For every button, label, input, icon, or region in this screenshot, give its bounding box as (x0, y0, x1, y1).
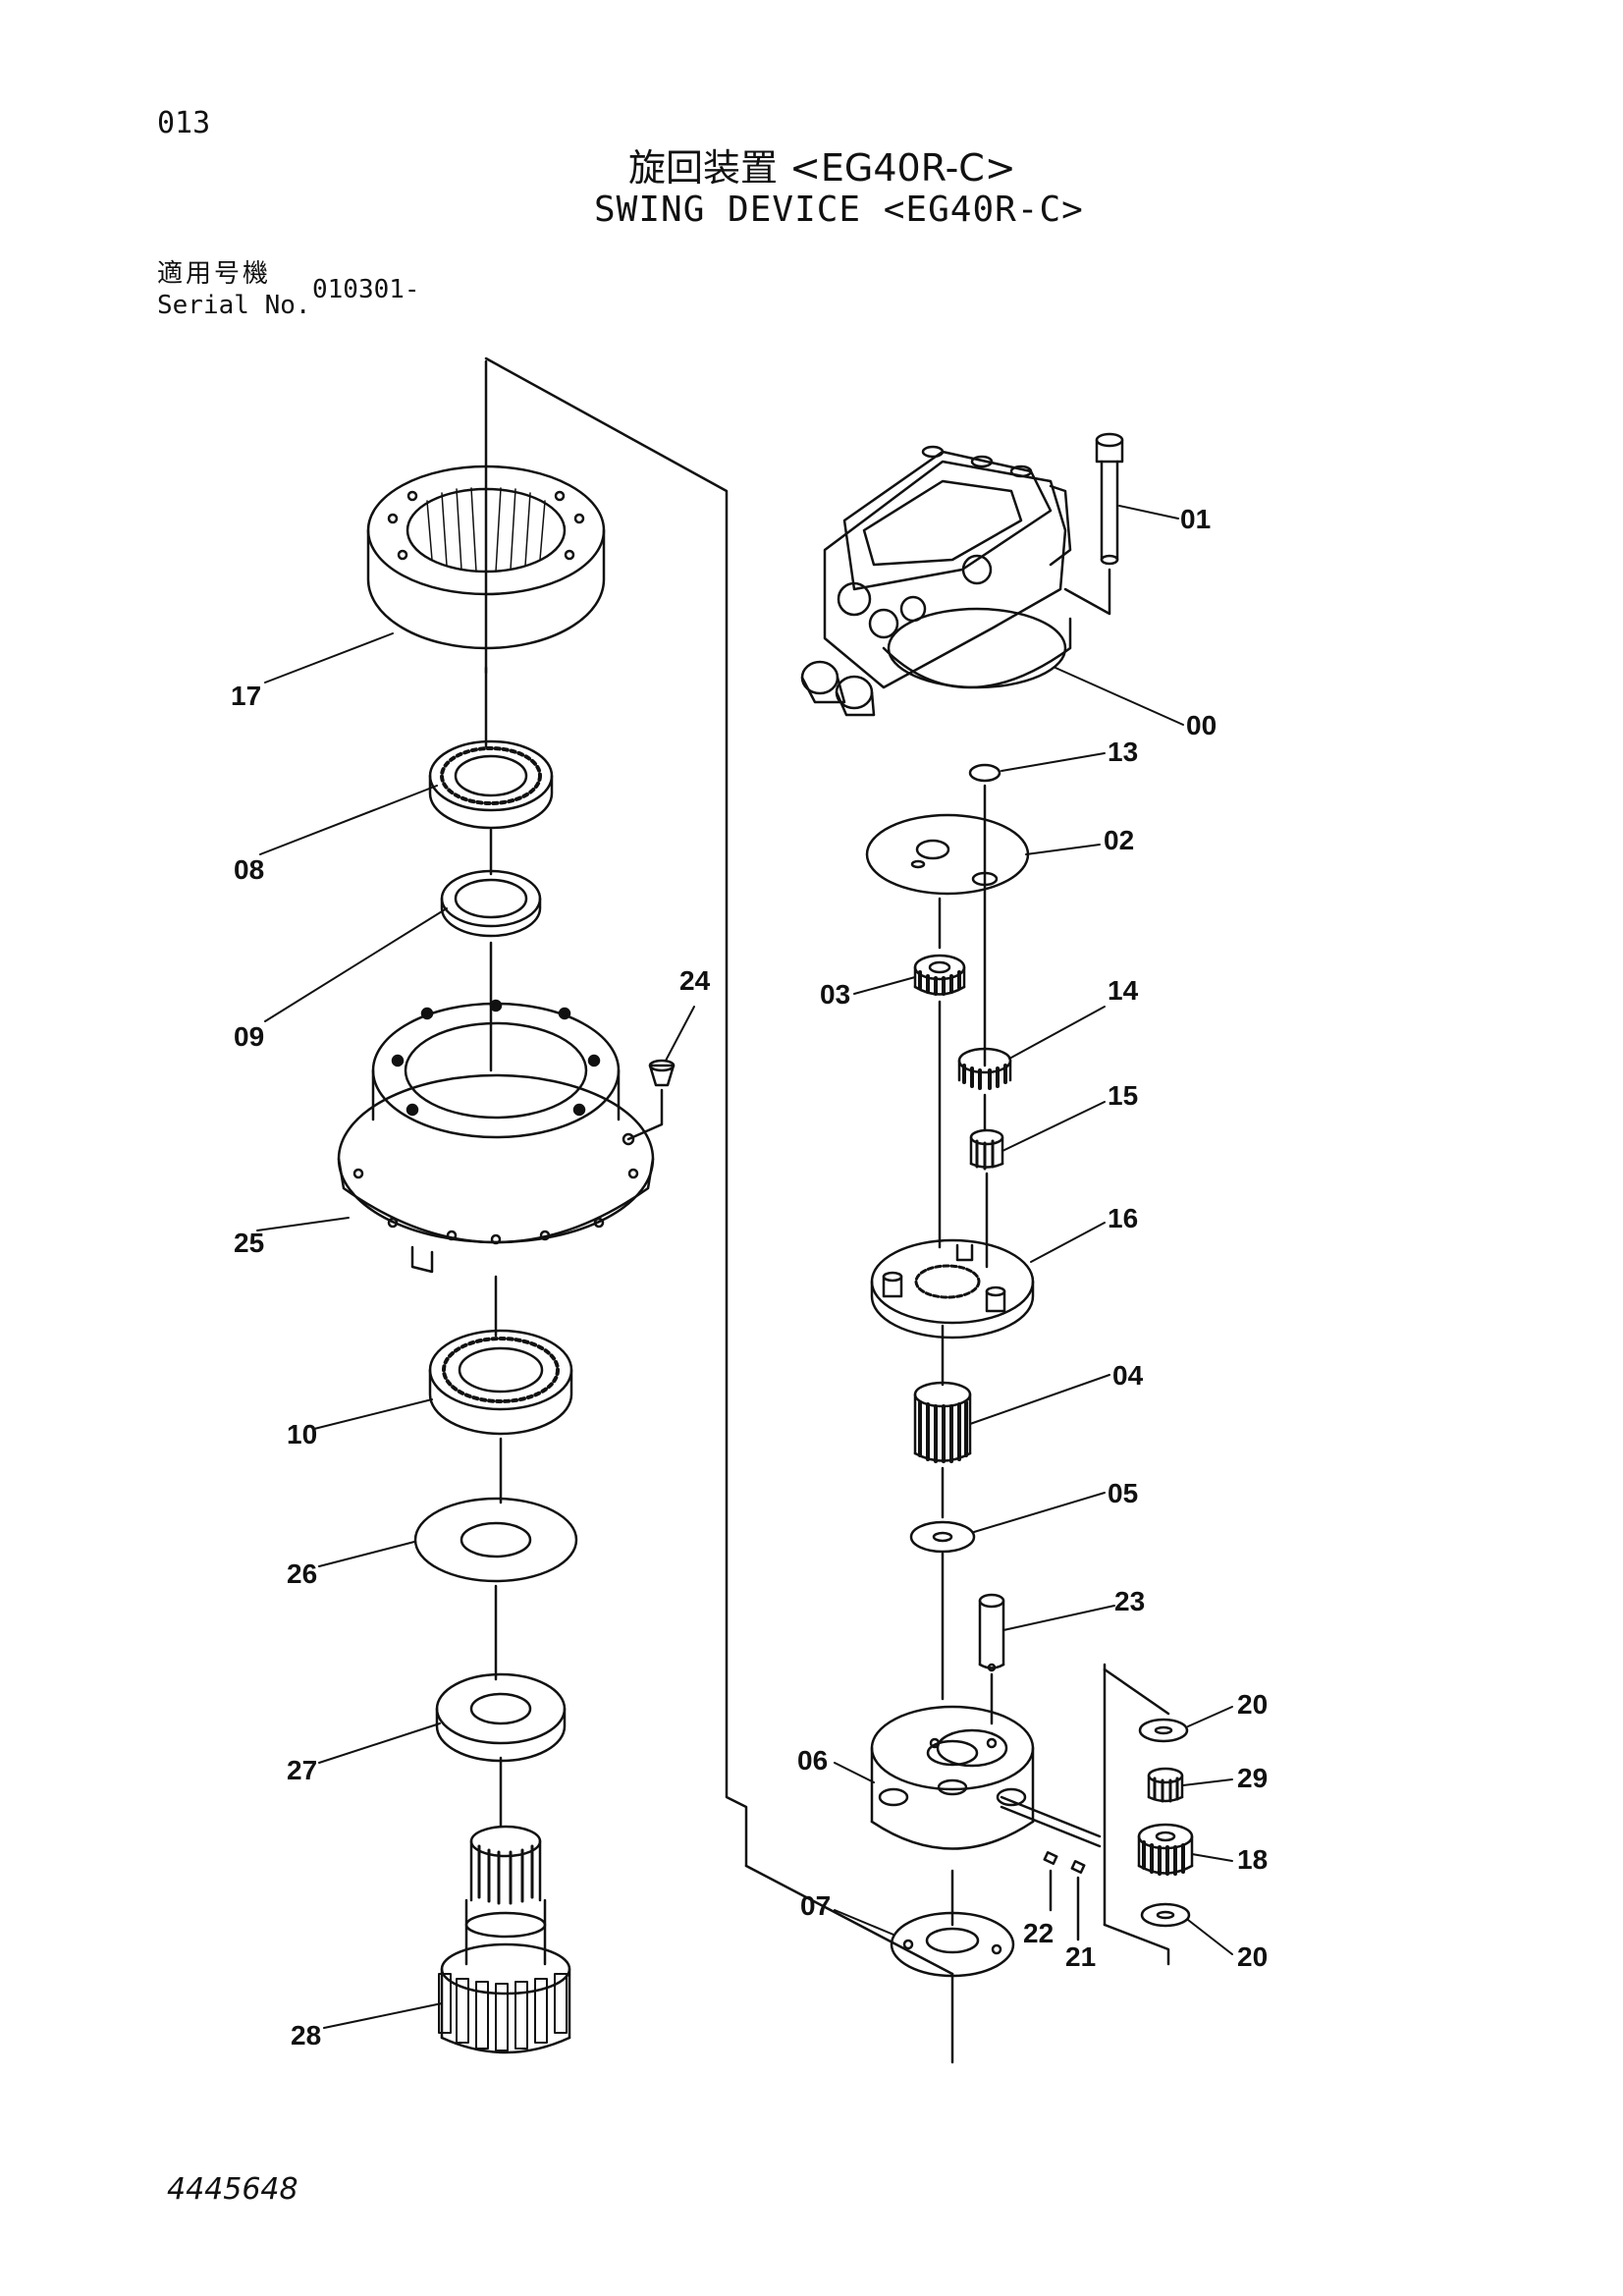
label-05: 05 (1108, 1478, 1138, 1508)
label-15: 15 (1108, 1080, 1138, 1111)
part-20-washer-upper (1138, 1718, 1189, 1743)
part-labels: 17 08 09 24 25 10 26 27 28 01 00 13 02 0… (231, 504, 1268, 2050)
serial-number-value: 010301- (312, 275, 420, 304)
part-26-shim (413, 1497, 578, 1583)
label-22: 22 (1023, 1918, 1054, 1948)
label-09: 09 (234, 1021, 264, 1052)
label-06: 06 (797, 1745, 828, 1776)
page-number: 013 (157, 106, 211, 140)
leader-lines (256, 505, 1233, 2029)
label-16: 16 (1108, 1203, 1138, 1233)
part-13-snap-ring (968, 763, 1001, 783)
part-16-carrier (870, 1238, 1035, 1339)
label-14: 14 (1108, 975, 1139, 1006)
part-29-needle-bearing (1147, 1767, 1184, 1803)
label-02: 02 (1104, 825, 1134, 855)
label-23: 23 (1114, 1586, 1145, 1616)
label-10: 10 (287, 1419, 317, 1449)
part-20-washer-lower (1140, 1902, 1191, 1928)
label-18: 18 (1237, 1844, 1268, 1875)
part-24-plug (622, 1059, 676, 1146)
title-english: SWING DEVICE <EG40R-C> (594, 190, 1084, 230)
label-01: 01 (1180, 504, 1211, 534)
part-03-planetary-gear (913, 954, 966, 996)
part-08-bearing (428, 739, 554, 830)
serial-label-english: Serial No. (157, 291, 311, 320)
part-15-needle-bearing (969, 1128, 1004, 1171)
label-00: 00 (1186, 710, 1217, 740)
label-21: 21 (1065, 1941, 1096, 1972)
label-04: 04 (1112, 1360, 1144, 1391)
part-02-thrust-plate (865, 813, 1030, 896)
part-23-pin (978, 1593, 1005, 1725)
part-01-bolt (1063, 432, 1124, 616)
assembly-frame-lines (484, 356, 954, 2064)
label-28: 28 (291, 2020, 321, 2050)
label-08: 08 (234, 854, 264, 885)
part-06-carrier (870, 1705, 1102, 1850)
part-00-swing-motor (800, 445, 1072, 717)
part-09-oil-seal (440, 869, 542, 938)
label-07: 07 (800, 1890, 831, 1921)
label-03: 03 (820, 979, 850, 1010)
part-22-pin (1043, 1851, 1058, 1912)
part-25-housing (337, 999, 655, 1274)
part-28-pinion-shaft (438, 1825, 571, 2054)
label-26: 26 (287, 1558, 317, 1589)
label-20-lower: 20 (1237, 1941, 1268, 1972)
part-21-pin (1070, 1860, 1086, 1941)
planet-gear-stack-bracket (1103, 1663, 1170, 1966)
label-20-upper: 20 (1237, 1689, 1268, 1720)
part-18-planetary-gear (1137, 1823, 1194, 1876)
label-27: 27 (287, 1755, 317, 1785)
title-japanese: 旋回装置 <EG40R-C> (628, 146, 1016, 190)
label-29: 29 (1237, 1763, 1268, 1793)
part-05-thrust-washer (909, 1520, 976, 1554)
document-number: 4445648 (167, 2172, 298, 2207)
part-04-sun-gear (913, 1381, 972, 1463)
part-14-planetary-gear (957, 1047, 1012, 1090)
label-24: 24 (679, 965, 711, 996)
part-10-bearing (428, 1329, 573, 1436)
label-25: 25 (234, 1228, 264, 1258)
part-27-collar (435, 1672, 567, 1763)
label-17: 17 (231, 681, 261, 711)
label-13: 13 (1108, 737, 1138, 767)
part-07-plate (890, 1911, 1015, 1978)
serial-label-japanese: 適用号機 (157, 259, 272, 289)
